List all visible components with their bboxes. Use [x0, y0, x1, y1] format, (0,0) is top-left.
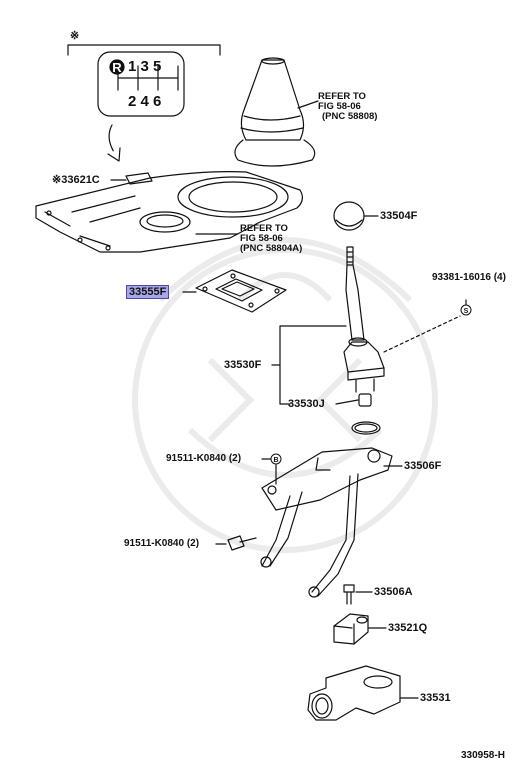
shift-knob: [333, 201, 365, 231]
bezel-ref-line3: (PNC 58804A): [240, 243, 303, 254]
part-label-33521q[interactable]: 33521Q: [388, 622, 428, 634]
shift-lever-seat: [307, 665, 401, 721]
part-label-33530j[interactable]: 33530J: [288, 398, 325, 410]
lever-housing: [260, 447, 393, 598]
part-label-91511-k0840-lower[interactable]: 91511-K0840 (2): [124, 538, 200, 549]
callout-circle-b: [270, 453, 282, 465]
shift-boot: [234, 57, 316, 167]
part-label-91511-k0840-upper[interactable]: 91511-K0840 (2): [166, 453, 242, 464]
shift-bottom-gears: 2 4 6: [128, 93, 162, 110]
part-label-33504f[interactable]: 33504F: [380, 210, 418, 222]
shift-pattern-plate: [97, 51, 185, 117]
label-plate: [125, 172, 153, 185]
lever-dashed-line: [383, 315, 461, 353]
bezel-ref-line2: FIG 58-06: [240, 233, 283, 244]
isolator-plate: [195, 269, 287, 313]
part-label-33530f[interactable]: 33530F: [224, 359, 262, 371]
callout-mark-b: B: [273, 457, 278, 464]
part-label-33531[interactable]: 33531: [420, 692, 451, 704]
part-label-33506f[interactable]: 33506F: [404, 460, 442, 472]
part-label-33555f-highlighted[interactable]: 33555F: [126, 285, 170, 299]
shift-pattern-lines: [117, 65, 179, 91]
bracket-33530f: [279, 325, 347, 405]
pointer-arrowhead: [107, 147, 121, 162]
shift-bracket: [333, 613, 369, 645]
shift-lever: [343, 246, 385, 407]
bezel-reference: REFER TO FIG 58-06 (PNC 58804A): [240, 224, 302, 254]
boot-ref-line3: (PNC 58808): [322, 111, 378, 122]
boot-reference: REFER TO FIG 58-06 (PNC 58808): [318, 92, 377, 122]
console-bezel: [35, 171, 303, 253]
shift-top-gears: 1 3 5: [128, 58, 162, 75]
boot-ref-line2: FIG 58-06: [318, 101, 361, 112]
reverse-gear-circle: [109, 59, 125, 75]
bolt-91511: [227, 535, 257, 551]
callout-circle-s: [460, 304, 472, 316]
leader-boot-ref: [297, 100, 319, 109]
bezel-ref-line1: REFER TO: [240, 223, 288, 234]
group-bracket: [67, 44, 221, 56]
callout-mark-s: S: [464, 308, 469, 315]
boot-ref-line1: REFER TO: [318, 91, 366, 102]
watermark-emblem: [132, 237, 438, 553]
part-label-33506a[interactable]: 33506A: [374, 586, 413, 598]
bolt-33506a: [343, 584, 355, 605]
leader-33530j: [335, 399, 359, 405]
o-ring: [351, 421, 381, 435]
shift-reverse-label: R: [112, 60, 122, 75]
part-label-33621c[interactable]: ※33621C: [52, 174, 100, 186]
part-label-93381[interactable]: 93381-16016 (4): [432, 272, 506, 283]
diagram-code: 330958-H: [461, 750, 505, 761]
group-star-mark: ※: [70, 30, 80, 42]
